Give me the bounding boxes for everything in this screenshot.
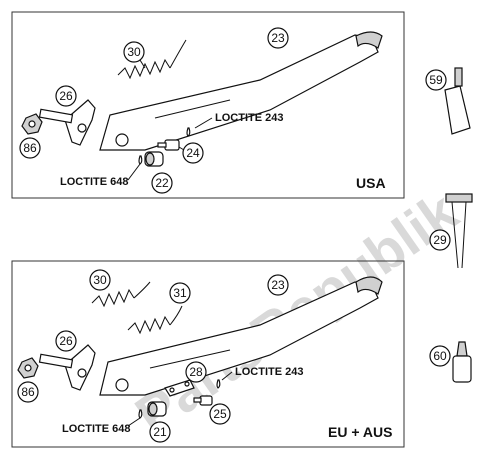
- callout: 26: [55, 85, 77, 107]
- mount-bracket: [38, 99, 96, 146]
- callout: 26: [55, 330, 77, 352]
- callout: 22: [151, 172, 173, 194]
- usa-panel: 30 23 26 86 24 22 LOCTITE 243 LOCTITE 64…: [11, 11, 405, 199]
- spring-part: [117, 39, 187, 80]
- nut-part: [21, 113, 43, 135]
- svg-text:29: 29: [433, 233, 447, 247]
- loctite-label: LOCTITE 648: [62, 423, 130, 435]
- callout: 30: [89, 269, 111, 291]
- loctite-drop: [216, 379, 221, 389]
- callout: 23: [267, 27, 289, 49]
- usa-panel-frame: [11, 11, 405, 199]
- callout: 30: [123, 41, 146, 69]
- svg-text:59: 59: [429, 73, 443, 87]
- region-label: USA: [356, 175, 386, 191]
- svg-text:25: 25: [213, 407, 227, 421]
- callout: 25: [209, 403, 231, 425]
- svg-text:30: 30: [93, 273, 107, 287]
- callout: 24: [178, 142, 204, 164]
- bolt-part: [193, 395, 213, 406]
- loctite-drop: [186, 127, 191, 137]
- loctite-tube-part: 59: [425, 67, 471, 135]
- callout: 21: [149, 421, 171, 443]
- sleeve-part: [144, 151, 164, 167]
- svg-text:60: 60: [433, 349, 447, 363]
- callout: 23: [267, 274, 289, 296]
- svg-text:21: 21: [153, 425, 167, 439]
- mount-bracket: [38, 344, 96, 391]
- svg-text:31: 31: [173, 286, 187, 300]
- svg-text:28: 28: [189, 365, 203, 379]
- bolt-part: [157, 139, 180, 151]
- loctite-drop: [138, 155, 143, 165]
- svg-text:23: 23: [271, 31, 285, 45]
- sleeve-part: [147, 401, 167, 417]
- svg-text:26: 26: [59, 89, 73, 103]
- svg-text:23: 23: [271, 278, 285, 292]
- callout: 31: [169, 282, 191, 304]
- loctite-label: LOCTITE 243: [235, 366, 303, 378]
- spring-part: [91, 281, 151, 308]
- svg-text:22: 22: [155, 176, 169, 190]
- callout: 28: [185, 361, 207, 383]
- eu-panel-frame: [11, 260, 405, 448]
- side-stand-arm: [99, 276, 383, 396]
- eu-panel: 30 23 31 26 86 28 25 21 LOCTI: [11, 260, 405, 448]
- side-stand-arm: [99, 31, 383, 151]
- tool-part: 29: [429, 193, 473, 269]
- svg-text:30: 30: [127, 45, 141, 59]
- svg-text:86: 86: [21, 385, 35, 399]
- plate-part: [164, 379, 195, 397]
- svg-text:26: 26: [59, 334, 73, 348]
- nut-part: [17, 357, 39, 379]
- svg-text:86: 86: [23, 141, 37, 155]
- region-label: EU + AUS: [328, 424, 392, 440]
- loctite-label: LOCTITE 243: [215, 112, 283, 124]
- loctite-drop: [138, 409, 143, 419]
- loctite-bottle-part: 60: [429, 341, 472, 383]
- callout: 86: [17, 381, 39, 403]
- svg-text:24: 24: [186, 146, 200, 160]
- spring-part: [127, 305, 183, 335]
- loctite-label: LOCTITE 648: [60, 176, 128, 188]
- callout: 86: [19, 137, 41, 159]
